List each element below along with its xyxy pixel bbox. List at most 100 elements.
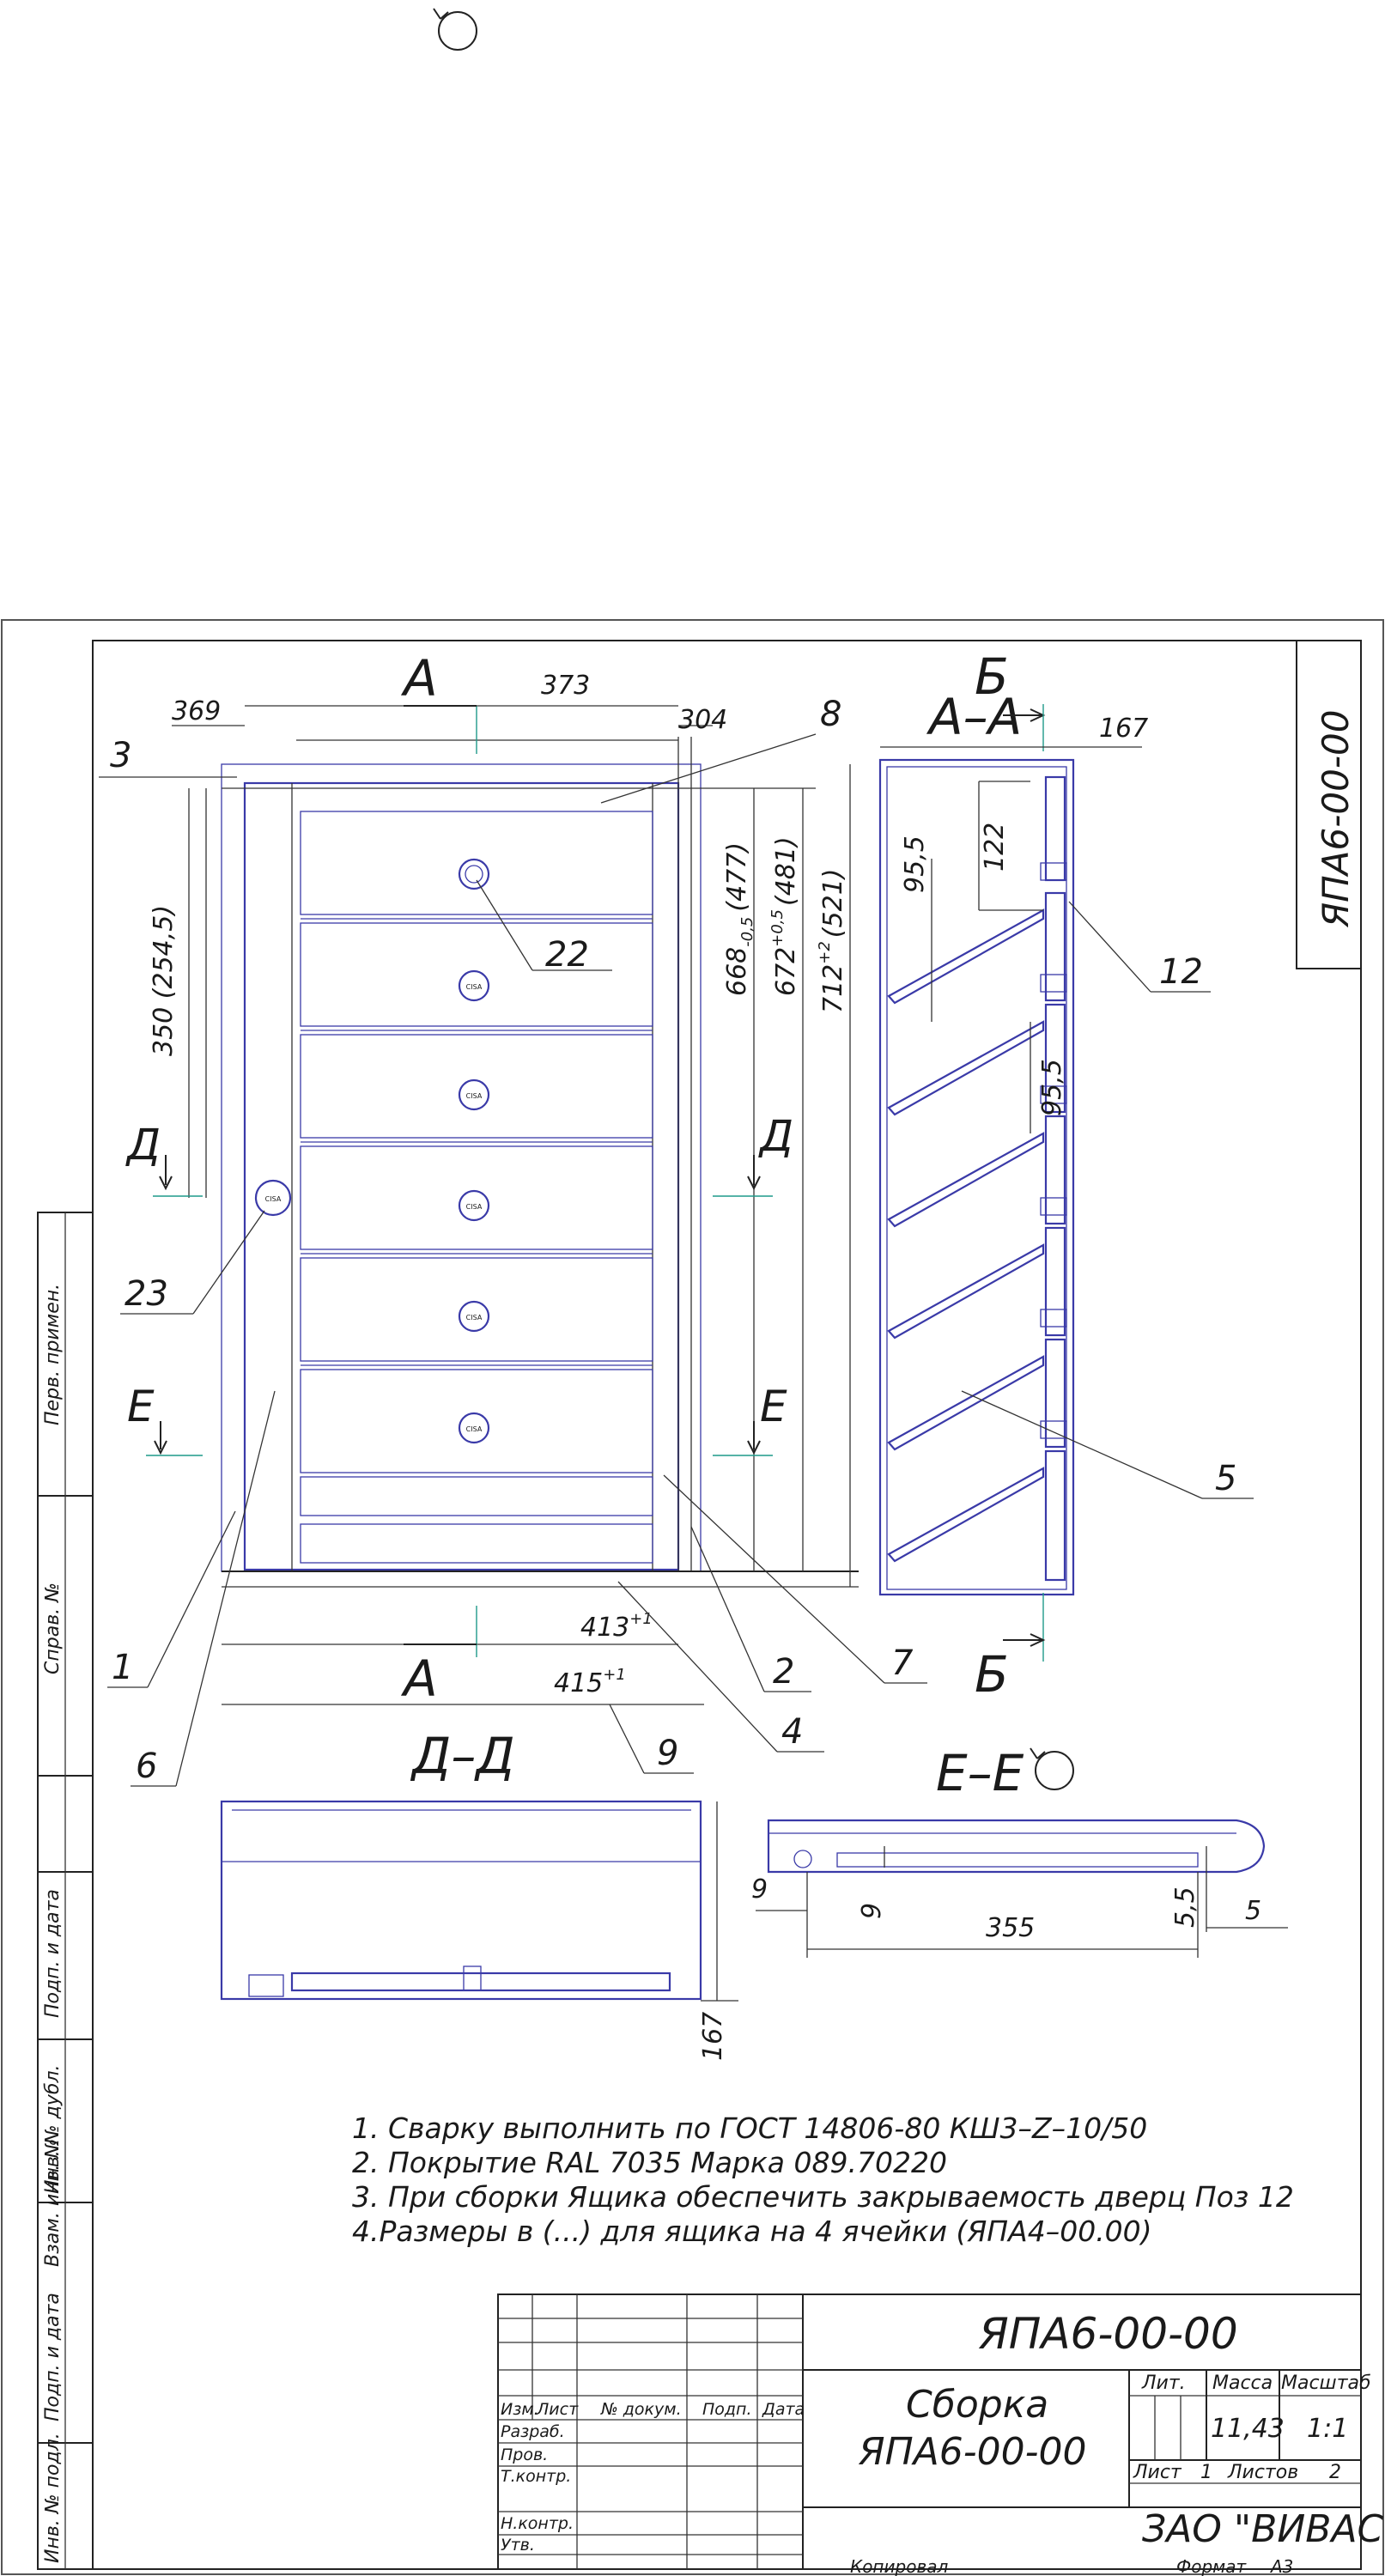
mass-label: Масса	[1212, 2372, 1273, 2394]
lock-5: CISA	[458, 1300, 490, 1333]
row-tkontr: Т.контр.	[501, 2467, 571, 2486]
sheets-label: Листов	[1227, 2462, 1298, 2483]
section-b-bottom: Б	[975, 1645, 1009, 1704]
dim-668-value: 668	[722, 947, 752, 996]
front-view: CISA CISA CISA CISA CISA CISA	[221, 737, 859, 1588]
inner-frame	[92, 640, 1362, 2570]
view-ee-label: Е–Е	[936, 1744, 1024, 1802]
section-a-top: А	[400, 649, 438, 708]
section-b-top: Б	[975, 647, 1009, 706]
note-2: 2. Покрытие RAL 7035 Марка 089.70220	[352, 2146, 947, 2179]
row-utv: Утв.	[501, 2536, 535, 2555]
mass-value: 11,43	[1211, 2414, 1285, 2444]
note-1: 1. Сварку выполнить по ГОСТ 14806-80 КШ3…	[352, 2111, 1147, 2145]
dim-167-bottom: 167	[698, 2012, 728, 2061]
front-dimensions: 373 369 304 А 350 (254,5) 668-0,5 (477) 6…	[125, 649, 851, 1708]
callout-label-2: 2	[773, 1652, 794, 1692]
front-callouts: 1 3 8 22 23 1 6 2 7 4 5 5 9	[99, 695, 927, 1787]
row-prov: Пров.	[501, 2445, 548, 2464]
dim-373: 373	[541, 671, 590, 701]
side-strip-label-2: Справ. №	[42, 1583, 64, 1674]
section-ee-view: Е–Е 9 9 355 5,5 5	[751, 1744, 1288, 1958]
side-strip: Перв. примен. Справ. № Подп. и дата Инв.…	[37, 1212, 94, 2570]
dim-712: 712+2(521)	[816, 869, 848, 1013]
dim-122: 122	[980, 823, 1010, 872]
scale-value: 1:1	[1307, 2414, 1348, 2444]
section-a-bottom: А	[400, 1649, 438, 1708]
scale-label: Масштаб	[1281, 2372, 1371, 2394]
side-strip-label-1: Перв. примен.	[42, 1284, 64, 1425]
lock-label: CISA	[466, 1203, 483, 1211]
lock-4: CISA	[458, 1189, 490, 1222]
sheet-label: Лист	[1133, 2462, 1182, 2483]
note-4: 4.Размеры в (...) для ящика на 4 ячейки …	[352, 2215, 1152, 2248]
dim-413: 413+1	[580, 1610, 653, 1643]
mark-e-right: Е	[760, 1382, 787, 1431]
rotation-icon	[1035, 1751, 1074, 1790]
side-strip-label-5: Взам. инв. №	[42, 2139, 64, 2267]
dim-413-value: 413	[580, 1613, 629, 1643]
lock-2: CISA	[458, 969, 490, 1002]
dim-672-alt: (481)	[771, 836, 801, 906]
section-aa-view: А–А Б 167	[878, 647, 1254, 1704]
dim-5: 5	[1245, 1896, 1261, 1926]
dim-668-alt: (477)	[722, 842, 752, 912]
dim-9-a: 9	[751, 1874, 768, 1905]
side-strip-label-4: Инв. № дубл.	[42, 2064, 64, 2194]
format-label: Формат	[1176, 2556, 1247, 2576]
lock-1	[458, 858, 490, 890]
side-designation: ЯПА6-00-00	[1315, 710, 1357, 928]
dim-415-value: 415	[554, 1668, 603, 1698]
dim-95-5-b: 95,5	[1037, 1059, 1067, 1116]
callout-label-5: 5	[1215, 1459, 1236, 1498]
callout-label-22: 22	[545, 935, 589, 975]
mark-d-right: Д	[758, 1111, 793, 1161]
dim-415: 415+1	[554, 1666, 626, 1698]
col-list: Лист	[536, 2400, 579, 2419]
lock-label: CISA	[466, 983, 483, 991]
dim-5-5: 5,5	[1170, 1886, 1200, 1928]
lock-main: CISA	[254, 1179, 292, 1217]
row-razrab: Разраб.	[501, 2422, 565, 2441]
note-3: 3. При сборки Ящика обеспечить закрываем…	[352, 2180, 1294, 2214]
side-strip-label-3: Подп. и дата	[42, 1889, 64, 2018]
view-aa-label: А–А	[926, 688, 1022, 746]
callout-label-nine: 9	[657, 1734, 678, 1773]
dim-672-value: 672	[771, 947, 801, 996]
lock-label: CISA	[265, 1195, 282, 1203]
dim-9-b: 9	[857, 1903, 887, 1919]
callout-label-3: 3	[110, 736, 131, 775]
side-strip-label-6: Подп. и дата	[42, 2293, 64, 2421]
dim-672-tol: +0,5	[768, 909, 787, 947]
view-dd-label: Д–Д	[410, 1727, 515, 1785]
technical-notes: 1. Сварку выполнить по ГОСТ 14806-80 КШ3…	[352, 2111, 1294, 2248]
dim-369: 369	[172, 696, 221, 726]
side-strip-label-7: Инв. № подл.	[42, 2433, 64, 2563]
dim-350: 350 (254,5)	[149, 905, 179, 1056]
callout-label-7: 7	[891, 1643, 914, 1683]
mark-e-left: Е	[127, 1382, 155, 1431]
callout-label-23: 23	[125, 1274, 168, 1314]
outer-frame	[1, 619, 1384, 2575]
dim-415-tol: +1	[603, 1666, 626, 1684]
col-data: Дата	[762, 2400, 805, 2419]
dim-304: 304	[678, 705, 727, 735]
dim-712-alt: (521)	[818, 869, 848, 939]
lock-label: CISA	[466, 1425, 483, 1433]
company-name: ЗАО "ВИВАС"	[1142, 2507, 1385, 2551]
format-value: А3	[1269, 2556, 1293, 2576]
lock-6: CISA	[458, 1412, 490, 1444]
copied-label: Копировал	[850, 2556, 948, 2576]
side-designation-box: ЯПА6-00-00	[1296, 640, 1362, 969]
dim-668: 668-0,5 (477)	[722, 842, 756, 996]
sheet-value: 1	[1200, 2462, 1212, 2483]
mark-d-left: Д	[125, 1120, 161, 1170]
dim-668-tol: -0,5	[738, 917, 756, 947]
section-dd-view: Д–Д 167	[220, 1727, 738, 2061]
dim-355: 355	[986, 1913, 1035, 1943]
dim-413-tol: +1	[629, 1610, 653, 1628]
callout-label-8: 8	[820, 695, 841, 734]
dim-712-value: 712	[818, 964, 848, 1013]
title-block: ЯПА6-00-00 Сборка ЯПА6-00-00 Изм. Лист №…	[497, 2293, 1385, 2576]
